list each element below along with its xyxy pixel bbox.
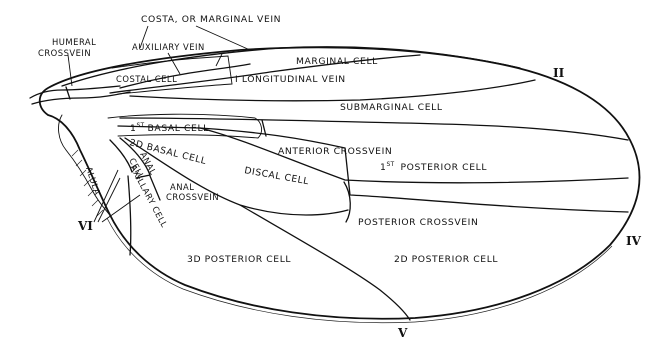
humeral-label-1: HUMERAL [52, 37, 96, 47]
anal-crossvein-label-1: ANAL [170, 182, 194, 192]
first-basal-text: BASAL CELL [148, 123, 210, 134]
costa-label: COSTA, OR MARGINAL VEIN [141, 14, 281, 25]
anterior-crossvein-label: ANTERIOR CROSSVEIN [278, 146, 392, 157]
first-posterior-sup: ST [386, 161, 394, 168]
second-posterior-label: 2D POSTERIOR CELL [394, 254, 498, 265]
posterior-crossvein-label: POSTERIOR CROSSVEIN [358, 217, 478, 228]
first-basal-sup: ST [136, 122, 144, 129]
vein-IV-label: IV [626, 234, 642, 248]
humeral-crossvein [66, 87, 70, 99]
third-posterior-label: 3D POSTERIOR CELL [187, 254, 291, 265]
humeral-leader [68, 55, 72, 86]
wing-fringe [107, 218, 612, 323]
first-posterior-text: POSTERIOR CELL [401, 162, 488, 173]
submarginal-cell-label: SUBMARGINAL CELL [340, 102, 443, 113]
marginal-cell-label: MARGINAL CELL [296, 56, 378, 67]
costal-cell-label: COSTAL CELL [116, 74, 177, 84]
humeral-label-2: CROSSVEIN [38, 48, 91, 58]
auxiliary-vein-label: AUXILIARY VEIN [132, 42, 205, 52]
wing-base [30, 86, 130, 104]
vein-V-label: V [397, 326, 408, 340]
discal-cell-label: DISCAL CELL [243, 165, 310, 187]
first-longitudinal-label: I LONGITUDINAL VEIN [235, 74, 346, 85]
anal-crossvein-label-2: CROSSVEIN [166, 192, 219, 202]
vein-II-label: II [553, 66, 565, 80]
wing-outline [40, 47, 640, 318]
vein-VI-label: VI [77, 219, 93, 233]
